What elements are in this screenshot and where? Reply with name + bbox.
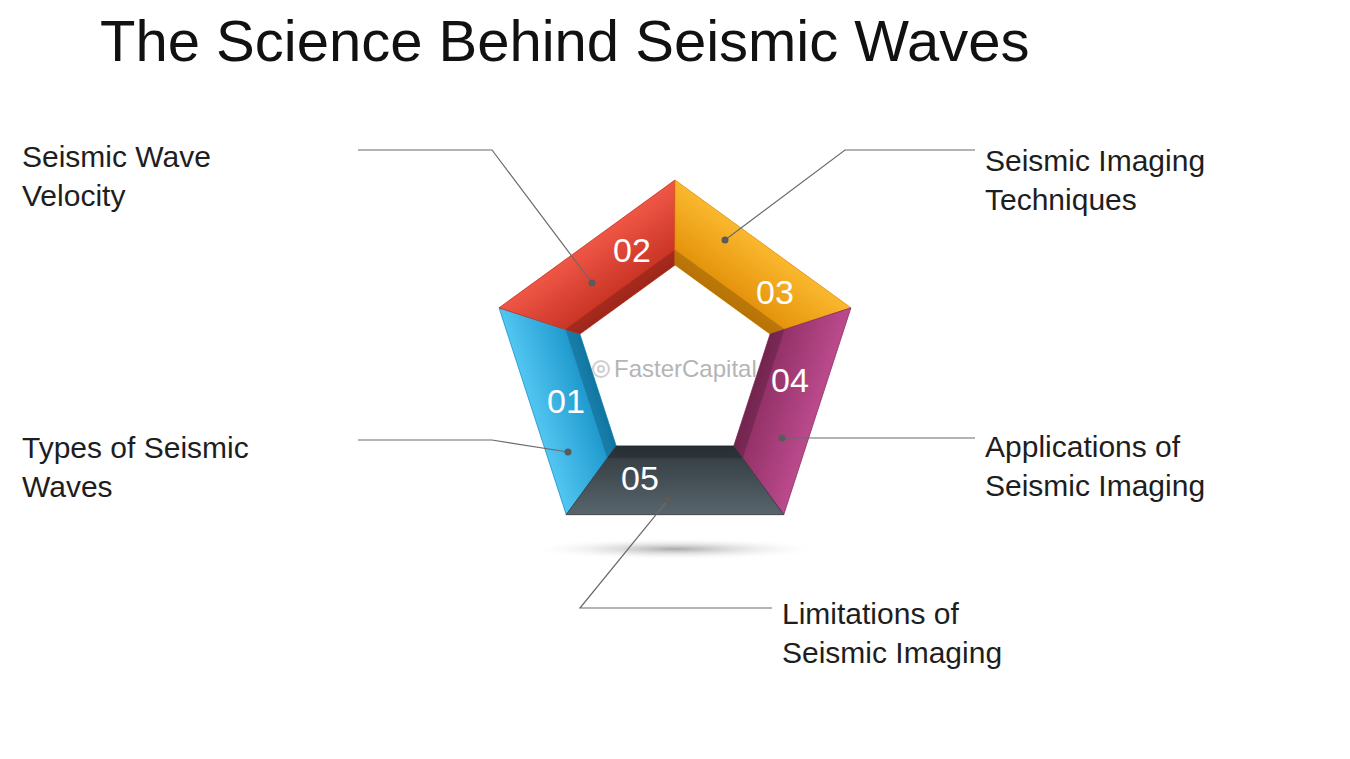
leader-line (358, 440, 568, 452)
number-wrap: 02 (613, 233, 651, 267)
leader-line (580, 500, 772, 608)
segment-bevel (607, 446, 743, 458)
label-wrap: Seismic Wave Velocity (22, 137, 292, 215)
callout-number: 04 (771, 363, 809, 397)
leader-dot (589, 280, 596, 287)
leader-dot (722, 237, 729, 244)
title-wrap: The Science Behind Seismic Waves (100, 8, 1029, 75)
pentagon-segment: 05Limitations of Seismic Imaging (564, 443, 786, 517)
leader-line (725, 150, 975, 240)
segment-label: Seismic Imaging Techniques (985, 141, 1255, 219)
leader-line (358, 150, 592, 283)
segment-shape (673, 178, 853, 337)
watermark-wrap: FasterCapital (614, 355, 757, 384)
diagram-title: The Science Behind Seismic Waves (100, 8, 1029, 75)
leader-dot (665, 497, 672, 504)
segment-label: Limitations of Seismic Imaging (782, 594, 1052, 672)
pentagon-segment: 02Seismic Wave Velocity (497, 178, 677, 337)
label-wrap: Limitations of Seismic Imaging (782, 594, 1052, 672)
number-wrap: 04 (771, 363, 809, 397)
segment-label: Applications of Seismic Imaging (985, 427, 1255, 505)
segment-shape (564, 443, 786, 517)
number-wrap: 05 (621, 461, 659, 495)
drop-shadow (525, 538, 825, 560)
label-wrap: Applications of Seismic Imaging (985, 427, 1255, 505)
segment-label: Types of Seismic Waves (22, 428, 292, 506)
callout-number: 01 (547, 384, 585, 418)
segment-fill (566, 446, 783, 515)
pentagon-segment: 03Seismic Imaging Techniques (673, 178, 853, 337)
segment-fill (675, 180, 851, 334)
watermark-gear (593, 361, 609, 377)
leader-dot (779, 435, 786, 442)
callout-number: 05 (621, 461, 659, 495)
leader-line (782, 437, 975, 438)
segment-fill (499, 180, 675, 334)
number-wrap: 03 (756, 275, 794, 309)
label-wrap: Seismic Imaging Techniques (985, 141, 1255, 219)
label-wrap: Types of Seismic Waves (22, 428, 292, 506)
callout-number: 02 (613, 233, 651, 267)
watermark: FasterCapital (614, 355, 757, 384)
callout-number: 03 (756, 275, 794, 309)
segment-label: Seismic Wave Velocity (22, 137, 292, 215)
number-wrap: 01 (547, 384, 585, 418)
leader-dot (565, 449, 572, 456)
watermark-gear (598, 366, 604, 372)
